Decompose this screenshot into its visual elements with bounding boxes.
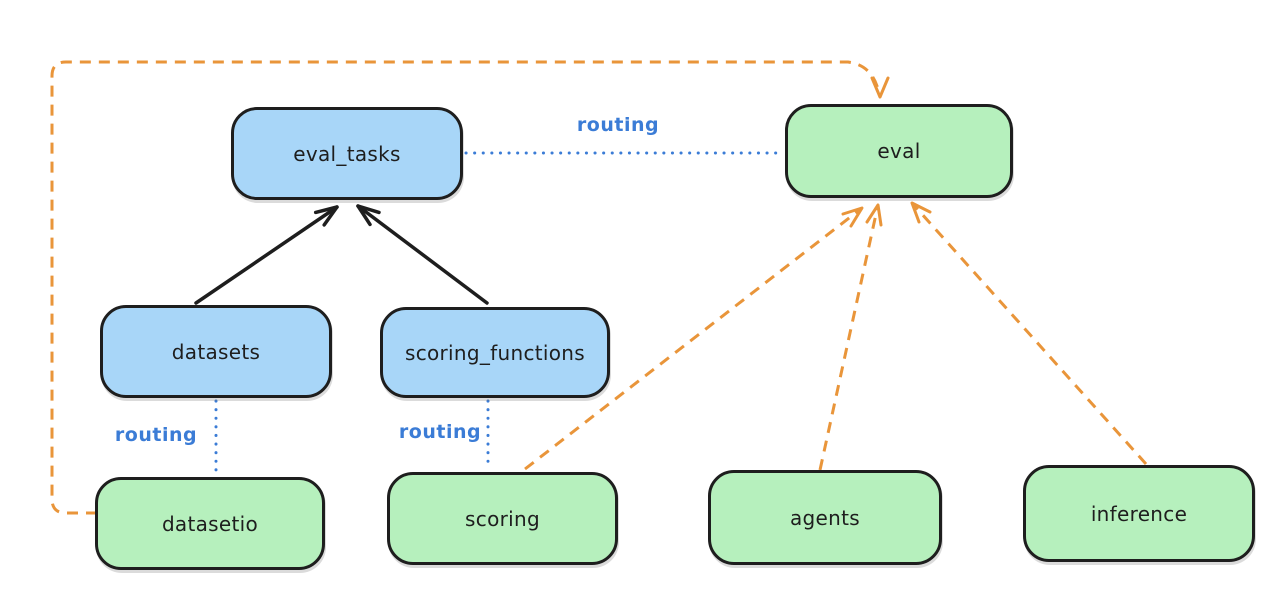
node-scoring: scoring	[387, 472, 618, 565]
edge-datasets-to-eval-tasks	[194, 205, 339, 305]
node-label-scoring: scoring	[465, 506, 540, 531]
node-label-scoring-functions: scoring_functions	[404, 340, 586, 365]
edge-agents-to-eval	[818, 203, 883, 471]
node-datasets: datasets	[100, 305, 332, 398]
node-datasetio: datasetio	[95, 477, 325, 570]
edge-label-routing-eval-tasks-eval: routing	[576, 114, 660, 136]
node-inference: inference	[1023, 465, 1255, 562]
node-label-agents: agents	[790, 505, 860, 530]
node-eval: eval	[785, 104, 1013, 198]
node-label-datasets: datasets	[171, 339, 261, 364]
node-agents: agents	[708, 470, 942, 565]
edge-label-routing-scoring-functions-scoring: routing	[398, 421, 482, 443]
edge-datasetio-to-eval	[50, 60, 890, 515]
node-label-inference: inference	[1090, 501, 1188, 526]
edge-scoring-to-eval	[524, 206, 864, 471]
node-eval-tasks: eval_tasks	[231, 107, 463, 200]
node-label-eval: eval	[877, 139, 921, 163]
node-label-eval-tasks: eval_tasks	[293, 141, 401, 166]
edge-inference-to-eval	[910, 201, 1148, 466]
node-label-datasetio: datasetio	[161, 511, 259, 536]
edge-scoring-functions-to-eval-tasks	[356, 204, 489, 305]
edge-label-routing-datasets-datasetio: routing	[114, 424, 198, 446]
node-scoring-functions: scoring_functions	[380, 307, 610, 398]
